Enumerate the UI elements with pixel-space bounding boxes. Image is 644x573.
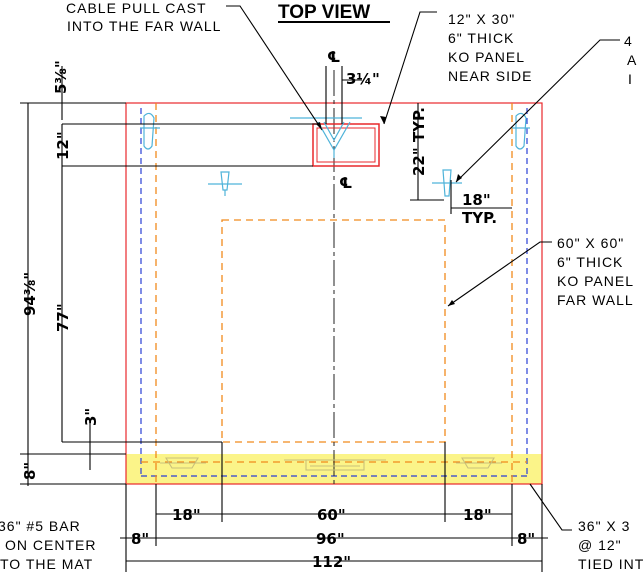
slab-fitting-left bbox=[160, 457, 206, 469]
dim-60: 60" bbox=[317, 506, 346, 524]
insert-top-left bbox=[140, 112, 160, 150]
note-bar-left-line3: TO THE MAT bbox=[0, 556, 93, 572]
note-bar-left-line2: ON CENTER bbox=[5, 537, 96, 553]
dim-8-bottom-left: 8" bbox=[131, 530, 149, 548]
arrow-cable-pull bbox=[316, 122, 322, 130]
centerline-mark-top: ℄ bbox=[327, 48, 340, 66]
dim-94-3-8: 94⅜" bbox=[21, 272, 39, 316]
insert-right-mid bbox=[432, 169, 462, 197]
insert-left-mid bbox=[208, 171, 242, 196]
leader-lines bbox=[226, 5, 620, 531]
dim-8-left: 8" bbox=[21, 462, 39, 480]
dim-18-typ-value: 18" bbox=[462, 191, 491, 209]
note-bar-left-line1: 36" #5 BAR bbox=[0, 518, 81, 534]
dim-22-typ: 22" TYP. bbox=[410, 107, 428, 176]
slab-fitting-right bbox=[456, 457, 502, 469]
note-ko-far-line1: 60" X 60" bbox=[557, 235, 624, 251]
note-bar-right-line1: 36" X 3 bbox=[578, 518, 630, 534]
note-top-right-line1: 4 bbox=[624, 33, 633, 49]
note-top-right-line2: A bbox=[627, 52, 637, 68]
note-ko-far-line3: KO PANEL bbox=[557, 273, 634, 289]
dim-18-bottom-left: 18" bbox=[172, 506, 201, 524]
dim-18-typ-label: TYP. bbox=[462, 209, 497, 227]
dim-12: 12" bbox=[54, 131, 72, 160]
dim-18-bottom-right: 18" bbox=[463, 506, 492, 524]
dim-112: 112" bbox=[312, 553, 351, 571]
note-bar-right-line2: @ 12" bbox=[578, 537, 622, 553]
dim-3-1-4: 3¼" bbox=[346, 70, 380, 88]
dimension-lines bbox=[20, 66, 548, 572]
dim-5-3-8: 5⅜" bbox=[52, 60, 70, 94]
ko-panel-near-side-inner bbox=[316, 127, 376, 163]
note-ko-far-line4: FAR WALL bbox=[557, 292, 634, 308]
insert-top-right bbox=[512, 112, 530, 150]
ko-panel-near-side bbox=[312, 123, 380, 167]
note-ko-near-line2: 6" THICK bbox=[448, 30, 514, 46]
note-ko-near-line3: KO PANEL bbox=[448, 49, 525, 65]
arrow-ko-near bbox=[380, 116, 386, 124]
note-cable-pull-line1: CABLE PULL CAST bbox=[66, 0, 207, 16]
dim-96: 96" bbox=[316, 530, 345, 548]
dim-77: 77" bbox=[54, 303, 72, 332]
dim-3: 3" bbox=[82, 408, 100, 426]
arrow-ko-far bbox=[448, 300, 455, 306]
arrow-insert bbox=[456, 174, 462, 182]
note-ko-far-line2: 6" THICK bbox=[557, 254, 623, 270]
slab-fitting-center bbox=[284, 459, 386, 471]
note-bar-right-line3: TIED INT bbox=[578, 556, 644, 572]
note-top-right-line3: I bbox=[628, 71, 633, 87]
dim-8-bottom-right: 8" bbox=[517, 530, 535, 548]
centerline-mark-mid: ℄ bbox=[339, 174, 352, 192]
note-cable-pull-line2: INTO THE FAR WALL bbox=[67, 18, 221, 34]
note-ko-near-line4: NEAR SIDE bbox=[448, 68, 532, 84]
note-ko-near-line1: 12" X 30" bbox=[448, 11, 515, 27]
title: TOP VIEW bbox=[278, 2, 370, 23]
